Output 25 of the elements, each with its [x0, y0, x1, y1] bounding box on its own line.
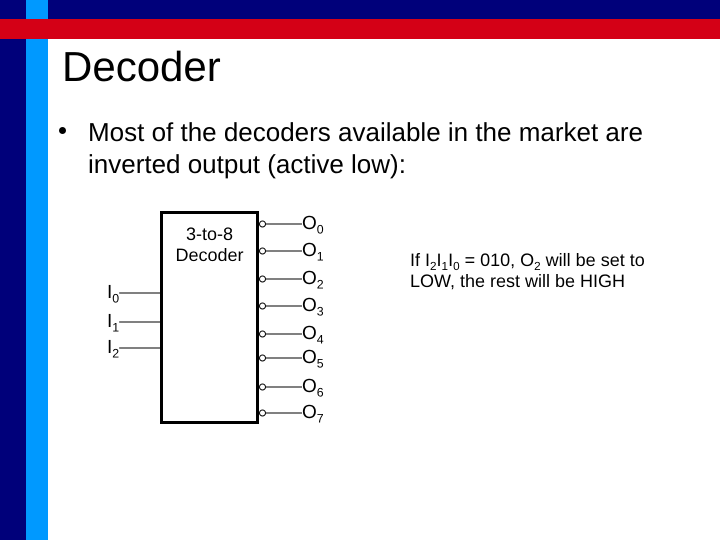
pin-label: O$_{3}$ [302, 296, 324, 316]
note-text: If I$_{2}$I$_{1}$I$_{0}$ = 010, O$_{2}$ will be set to LOW, the rest will be HIGH [410, 250, 646, 292]
pin-label: O$_{6}$ [302, 377, 324, 397]
pin-label: O$_{5}$ [302, 348, 324, 368]
pin-label: O$_{1}$ [302, 241, 324, 261]
pin-label: I$_{0}$ [107, 283, 120, 303]
signal-line-with-bubble [258, 384, 302, 390]
bullet-text: Most of the decoders available in the market are inverted output (active low): [88, 116, 644, 180]
pin-label: O$_{7}$ [302, 403, 324, 423]
signal-line-with-bubble [258, 354, 302, 362]
signal-line-with-bubble [258, 220, 302, 228]
signal-line-with-bubble [258, 248, 302, 254]
signal-line-with-bubble [258, 330, 302, 338]
signal-line [118, 292, 160, 294]
decoder-block [160, 211, 259, 424]
block-label: 3-to-8 Decoder [174, 224, 245, 266]
signal-line-with-bubble [258, 276, 302, 282]
pin-label: O$_{4}$ [302, 324, 324, 344]
pin-label: O$_{0}$ [302, 214, 324, 234]
pin-label: I$_{2}$ [107, 338, 120, 358]
pin-label: I$_{1}$ [107, 312, 120, 332]
signal-line-with-bubble [258, 410, 302, 416]
pin-label: O$_{2}$ [302, 269, 324, 289]
slide-title: Decoder [62, 43, 221, 91]
signal-line-with-bubble [258, 302, 302, 310]
